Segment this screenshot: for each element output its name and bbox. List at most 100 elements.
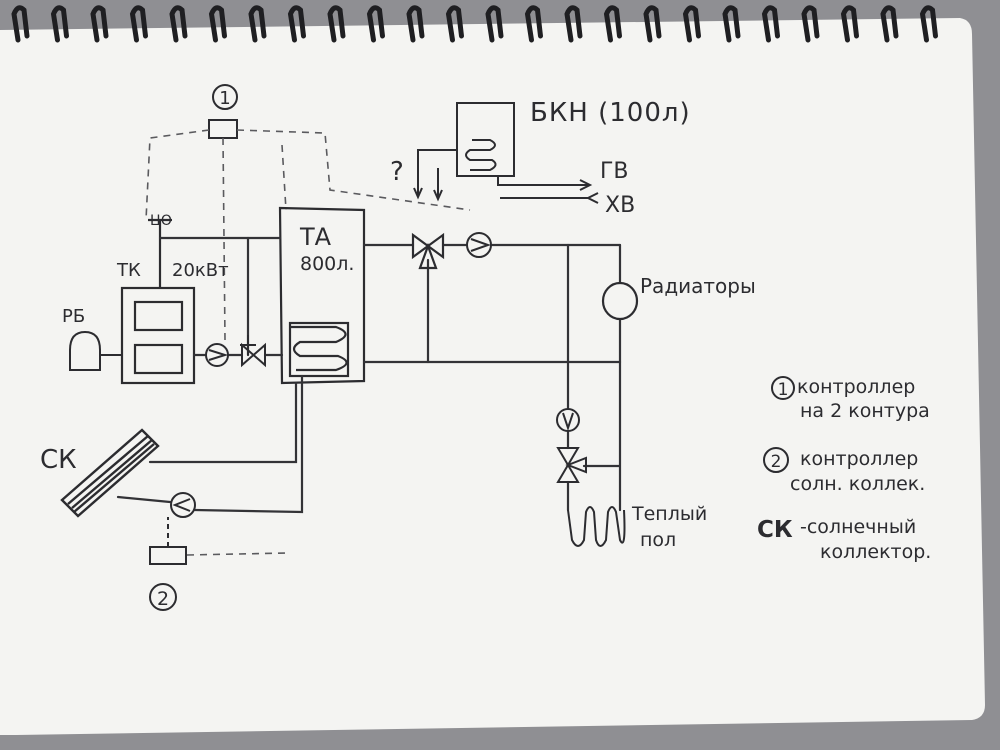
spiral-ring [880, 5, 899, 43]
solar-collector-panel [60, 428, 160, 518]
wire-c1-mixer [236, 129, 471, 211]
spiral-ring [327, 5, 346, 43]
hot-water-arrow [497, 176, 593, 191]
cold-water-label: ХВ [605, 193, 635, 218]
pipe-solar-return [116, 374, 304, 514]
spiral-ring [603, 5, 622, 43]
dhw-question-mark: ? [390, 157, 404, 187]
spiral-ring [564, 5, 583, 43]
spiral-ring [366, 5, 385, 43]
underfloor-loop [567, 506, 626, 547]
spiral-ring [801, 5, 820, 43]
spiral-ring [643, 5, 662, 43]
mixing-valve [411, 232, 445, 270]
expansion-label: РБ [62, 306, 85, 327]
dhw-tank-body [456, 102, 515, 177]
boiler [120, 218, 196, 385]
control-wires [145, 129, 471, 556]
boiler-door-top [133, 300, 184, 332]
spiral-ring [169, 5, 188, 43]
dhw-tank [413, 102, 599, 204]
cold-water-arrow [500, 192, 599, 204]
spiral-ring [445, 5, 464, 43]
legend-1-circle [771, 376, 795, 400]
spiral-ring [761, 5, 780, 43]
buffer-tank-volume: 800л. [300, 253, 354, 275]
valve-boiler [240, 335, 266, 368]
pump-floor [556, 408, 580, 432]
legend-2-circle [763, 447, 789, 473]
mixing-valve-body [411, 232, 445, 260]
expansion-tank [69, 330, 122, 371]
valve-floor [556, 447, 587, 483]
wire-c1-tank [281, 144, 287, 211]
legend: 1 контроллер на 2 контура 2 контроллер с… [757, 376, 931, 563]
boiler-sensor-label: ЦО [150, 213, 172, 229]
buffer-coil-frame [288, 321, 350, 378]
spiral-ring [406, 5, 425, 43]
legend-2-line1: контроллер [800, 448, 918, 470]
controller-2-circle [149, 583, 177, 611]
pump-solar [170, 492, 196, 518]
buffer-tank-label: ТА [299, 223, 332, 251]
controller-1-circle [212, 84, 238, 110]
pump-solar-circle [170, 492, 196, 518]
dhw-tank-coil [465, 139, 497, 171]
wire-c2 [186, 552, 291, 556]
controller-2-mark: 2 [157, 588, 169, 610]
spiral-ring [11, 5, 30, 43]
pump-supply-arrow [470, 238, 492, 252]
spiral-ring [722, 5, 741, 43]
buffer-tank [278, 206, 366, 385]
legend-3-line1: -солнечный [800, 516, 916, 538]
solar-collector-lines [67, 435, 155, 513]
controller-1-mark: 1 [219, 88, 230, 109]
radiators-label: Радиаторы [640, 274, 756, 298]
pump-supply [466, 232, 492, 258]
spiral-ring [682, 5, 701, 43]
valve-boiler-leg [240, 335, 256, 355]
buffer-tank-coil [290, 325, 348, 372]
solar-collector-label: СК [40, 445, 77, 475]
underfloor-label: Теплый [631, 503, 707, 525]
legend-1-line1: контроллер [797, 376, 915, 398]
boiler-body [120, 286, 196, 385]
spiral-ring [485, 5, 504, 43]
valve-floor-leg [565, 456, 587, 474]
paper-sheet [0, 18, 985, 735]
expansion-tank-body [69, 330, 101, 371]
solar-collector [60, 428, 160, 518]
pipe-solar-supply [148, 381, 298, 464]
spiral-ring [208, 5, 227, 43]
spiral-ring [524, 5, 543, 43]
pump-boiler [205, 343, 229, 367]
boiler-label: ТК [116, 260, 141, 281]
hot-water-label: ГВ [600, 159, 629, 184]
boiler-door-bottom [133, 343, 184, 375]
valve-boiler-body [241, 342, 266, 368]
pump-boiler-arrow [208, 349, 229, 361]
legend-2-line2: солн. коллек. [790, 473, 925, 495]
radiator-body [601, 281, 639, 321]
controller-2: 2 [149, 517, 187, 611]
legend-2-mark: 2 [771, 452, 782, 472]
underfloor-label-2: пол [640, 529, 676, 551]
spiral-binding [11, 5, 938, 43]
dhw-return-line [433, 168, 443, 202]
legend-3-line2: коллектор. [820, 541, 931, 563]
valve-floor-body [556, 447, 580, 483]
legend-1-mark: 1 [778, 380, 789, 400]
mixing-valve-leg [418, 242, 438, 270]
legend-3-mark: СК [757, 517, 793, 543]
legend-1-line2: на 2 контура [800, 400, 930, 422]
pump-solar-arrow [172, 498, 191, 512]
spiral-ring [248, 5, 267, 43]
boiler-power: 20кВт [172, 260, 229, 281]
buffer-tank-body [278, 206, 366, 385]
pipes [116, 236, 622, 514]
spiral-ring [919, 5, 938, 43]
wire-c1-boiler [145, 129, 210, 221]
pipe-floor-return [582, 360, 622, 512]
